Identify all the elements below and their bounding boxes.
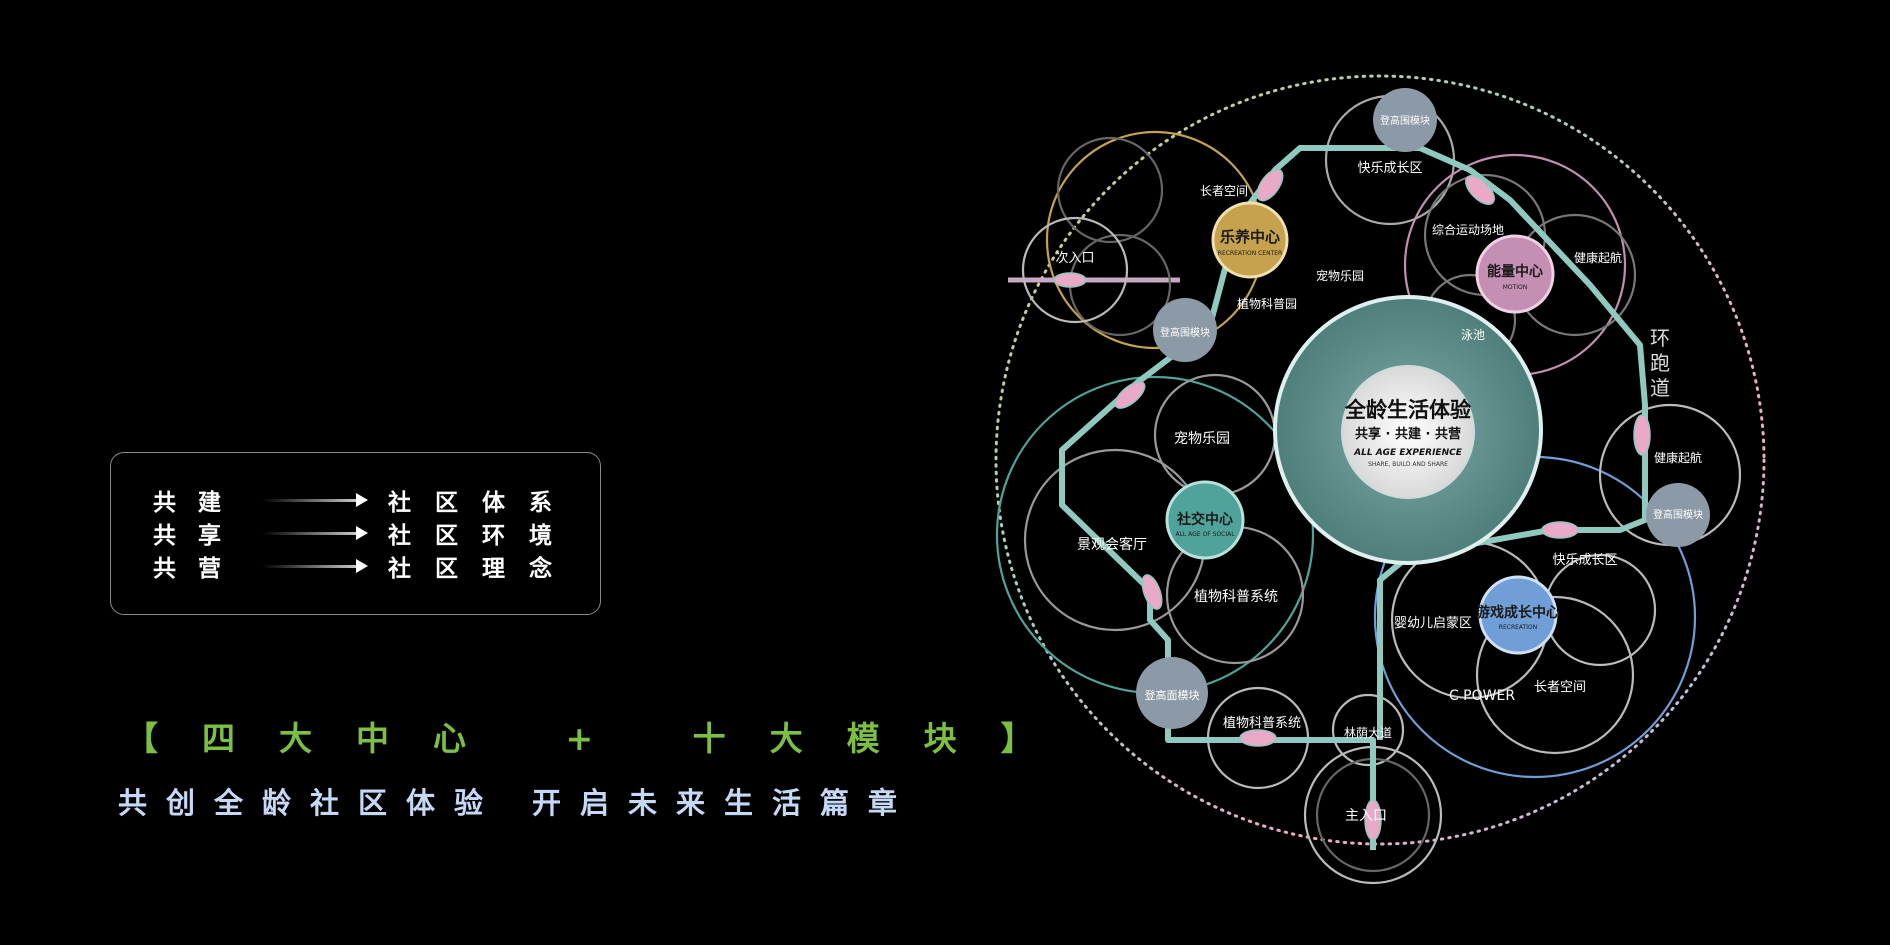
label-main-entrance: 主入口 [1345,808,1387,824]
concept-right: 社区理念 [388,556,576,582]
label-infant: 婴幼儿启蒙区 [1394,616,1472,631]
leaf-node [1633,414,1651,456]
concept-row: 共建 社区体系 [153,485,576,516]
label-cpower: C POWER [1449,688,1515,704]
hub-growth-cn: 游戏成长中心 [1476,604,1560,621]
label-lounge: 景观会客厅 [1077,536,1147,553]
zone-secondary-entrance [1021,216,1129,324]
label-pet-mid: 宠物乐园 [1174,431,1230,447]
label-secondary-entrance: 次入口 [1055,250,1094,266]
label-elder-top: 长者空间 [1200,184,1248,198]
leaf-node [1053,272,1087,288]
concept-left: 共享 [153,523,243,549]
hub-motion-en: MOTION [1503,284,1528,291]
concept-row: 共营 社区理念 [153,551,576,582]
hub-motion [1475,234,1555,314]
zone-recreation-inner [1056,136,1164,244]
leaf-node [1141,574,1163,610]
center-inner-circle [1341,365,1475,499]
hub-social-en: ALL AGE OF SOCIAL [1175,531,1235,538]
label-plant-top: 植物科普园 [1237,296,1297,311]
label-runway-3: 道 [1650,376,1670,400]
climb-module-left [1153,298,1217,362]
arrow-icon [263,559,368,573]
hub-growth-en: RECREATION [1499,624,1537,631]
climb-module-top [1373,88,1437,152]
concept-left: 共营 [153,556,243,582]
hub-growth [1478,575,1558,655]
concept-right: 社区环境 [388,523,576,549]
label-happy-bottom: 快乐成长区 [1552,553,1617,568]
label-pool: 泳池 [1461,328,1485,342]
outer-ring [994,74,1766,846]
leaf-node [1256,168,1284,202]
label-runway-2: 跑 [1650,351,1670,375]
climb-module-bottom [1136,657,1208,729]
slogan-subtitle: 共创全龄社区体验开启未来生活篇章 [118,780,916,822]
zone-forest [1331,693,1405,767]
label-climb-right: 登高围模块 [1653,508,1703,521]
center-title: 全龄生活体验 [1344,398,1471,422]
concept-box: 共建 社区体系 共享 社区环境 共营 社区理念 [110,452,601,615]
zone-growth-inner [1475,595,1635,755]
label-health-right: 健康起航 [1654,450,1702,465]
label-elder-bottom: 长者空间 [1534,680,1586,695]
center-subtitle: 共享 · 共建 · 共营 [1355,426,1461,442]
leaf-node [1114,381,1146,409]
center-en-sub: SHARE, BUILD AND SHARE [1368,461,1448,468]
slogan-title: 【四大中心 + 十大模块】 [125,719,1078,758]
label-plant-sys-mid: 植物科普系统 [1194,589,1278,605]
leaf-node [1465,175,1495,205]
center-en: ALL AGE EXPERIENCE [1353,448,1463,458]
label-climb-top: 登高围模块 [1380,114,1430,127]
hub-recreation [1211,201,1289,279]
label-runway-1: 环 [1650,326,1670,350]
label-health-top: 健康起航 [1574,250,1622,265]
leaf-node [1541,521,1579,539]
hub-social-cn: 社交中心 [1176,511,1233,528]
label-climb-left: 登高围模块 [1160,326,1210,339]
label-sports: 综合运动场地 [1432,222,1504,237]
label-happy-top: 快乐成长区 [1357,161,1422,176]
hub-social [1165,480,1245,560]
arrow-icon [263,493,368,507]
arrow-icon [263,526,368,540]
hub-motion-cn: 能量中心 [1487,263,1543,280]
concept-right: 社区体系 [388,490,576,516]
hub-recreation-en: RECREATION CENTER [1218,250,1282,257]
slogan-subtitle-a: 共创全龄社区体验 [118,786,503,820]
label-plant-sys-bottom: 植物科普系统 [1223,716,1301,731]
label-climb-bottom: 登高面模块 [1145,688,1200,702]
concept-left: 共建 [153,490,243,516]
leaf-node [1239,729,1277,747]
label-pet-top: 宠物乐园 [1316,268,1364,283]
label-forest-path: 林荫大道 [1344,726,1392,740]
leaf-node [1364,799,1382,841]
climb-module-right [1646,483,1710,547]
slogan-subtitle-b: 开启未来生活篇章 [532,786,917,820]
hub-recreation-cn: 乐养中心 [1220,228,1280,246]
concept-row: 共享 社区环境 [153,518,576,549]
